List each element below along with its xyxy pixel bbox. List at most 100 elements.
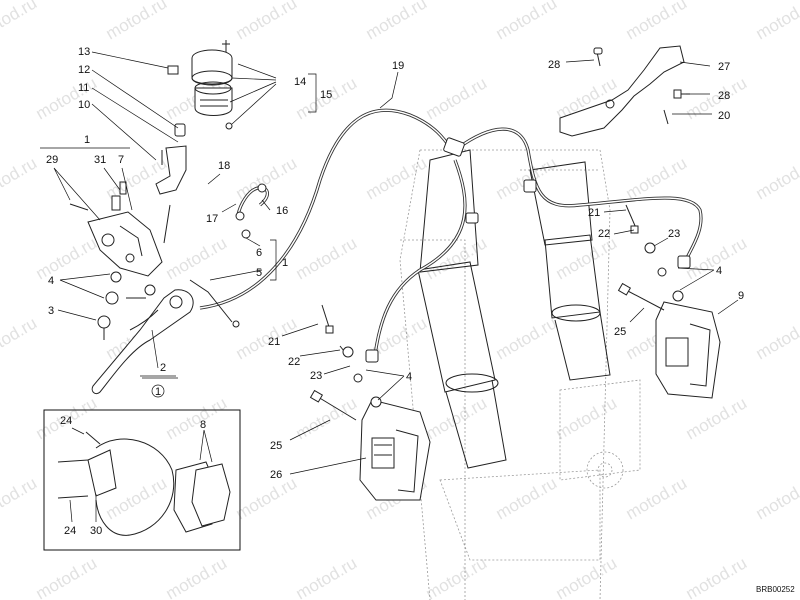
callout-23-left: 23	[310, 370, 322, 382]
fork-ghost	[399, 149, 641, 600]
watermark-text: motod.ru	[423, 233, 491, 283]
watermark-text: motod.ru	[363, 0, 431, 43]
watermark-text: motod.ru	[293, 553, 361, 600]
watermark-text: motod.ru	[623, 473, 691, 523]
brake-hose-right	[457, 127, 703, 263]
watermark-text: motod.ru	[493, 0, 561, 43]
bleed-valves	[321, 204, 667, 383]
brake-lever	[91, 289, 194, 395]
reservoir-bracket	[155, 123, 187, 195]
caliper-bolts	[309, 282, 665, 421]
brake-hose-main	[199, 108, 454, 310]
callout-10: 10	[78, 99, 90, 111]
watermark-text: motod.ru	[683, 553, 751, 600]
callout-30: 30	[90, 525, 102, 537]
watermark-text: motod.ru	[0, 473, 40, 523]
watermark-text: motod.ru	[753, 473, 800, 523]
callout-24-top: 24	[60, 415, 72, 427]
watermark-text: motod.ru	[33, 233, 101, 283]
callout-23-right: 23	[668, 228, 680, 240]
hose-splitter	[365, 137, 691, 363]
callout-14: 14	[294, 76, 306, 88]
callout-13: 13	[78, 46, 90, 58]
callout-11: 11	[78, 82, 89, 94]
watermark-text: motod.ru	[683, 73, 751, 123]
reservoir	[167, 40, 233, 130]
watermark-text: motod.ru	[623, 153, 691, 203]
callout-12: 12	[78, 64, 90, 76]
watermark-text: motod.ru	[753, 153, 800, 203]
drawing-code: BRB00252	[756, 585, 795, 594]
watermark-text: motod.ru	[103, 0, 171, 43]
callout-4-right: 4	[716, 265, 722, 277]
watermark-text: motod.ru	[553, 553, 621, 600]
callout-5: 5	[256, 267, 262, 279]
callout-28-top: 28	[548, 59, 560, 71]
small-fasteners	[97, 271, 240, 340]
watermark-text: motod.ru	[163, 393, 231, 443]
callout-1-side: 1	[282, 257, 288, 269]
watermark-text: motod.ru	[623, 0, 691, 43]
watermark-text: motod.ru	[683, 393, 751, 443]
callout-19: 19	[392, 60, 404, 72]
callout-20: 20	[718, 110, 730, 122]
watermark-text: motod.ru	[233, 0, 301, 43]
callout-9: 9	[738, 290, 744, 302]
left-caliper	[359, 396, 431, 501]
right-caliper	[655, 290, 721, 399]
watermark-text: motod.ru	[163, 553, 231, 600]
reservoir-hose	[235, 183, 269, 239]
watermark-text: motod.ru	[423, 553, 491, 600]
callout-24-bottom: 24	[64, 525, 76, 537]
callout-15: 15	[320, 89, 332, 101]
callout-29: 29	[46, 154, 58, 166]
watermark-text: motod.ru	[163, 233, 231, 283]
callout-17: 17	[206, 213, 218, 225]
callout-4-mid: 4	[406, 371, 412, 383]
watermark-text: motod.ru	[493, 313, 561, 363]
callout-1-circled: 1	[155, 386, 161, 398]
watermark-text: motod.ru	[293, 233, 361, 283]
callout-21-right: 21	[588, 207, 600, 219]
callout-3: 3	[48, 305, 54, 317]
watermark-text: motod.ru	[753, 313, 800, 363]
watermark-text: motod.ru	[293, 393, 361, 443]
callout-4-left: 4	[48, 275, 54, 287]
callout-25-left: 25	[270, 440, 282, 452]
right-fork-leg	[529, 161, 611, 381]
leader-lines	[40, 51, 739, 523]
watermark-text: motod.ru	[423, 73, 491, 123]
watermark-text: motod.ru	[363, 153, 431, 203]
callout-28-right: 28	[718, 90, 730, 102]
watermark-text: motod.ru	[553, 393, 621, 443]
callout-2: 2	[160, 362, 166, 374]
circle-marker	[151, 384, 165, 398]
callout-31: 31	[94, 154, 106, 166]
callout-22-left: 22	[288, 356, 300, 368]
callout-18: 18	[218, 160, 230, 172]
watermark-text: motod.ru	[233, 473, 301, 523]
callout-21-left: 21	[268, 336, 280, 348]
watermark-text: motod.ru	[0, 153, 40, 203]
brake-hose-left	[373, 159, 467, 356]
watermark-text: motod.ru	[0, 313, 40, 363]
callout-8: 8	[200, 419, 206, 431]
callout-27: 27	[718, 61, 730, 73]
pad-inset	[43, 409, 241, 551]
watermark-text: motod.ru	[0, 0, 40, 43]
hose-bracket	[559, 45, 690, 137]
watermark-text: motod.ru	[423, 393, 491, 443]
callout-7: 7	[118, 154, 124, 166]
watermark-text: motod.ru	[493, 473, 561, 523]
callout-26: 26	[270, 469, 282, 481]
watermark-text: motod.ru	[753, 0, 800, 43]
watermark-text: motod.ru	[493, 153, 561, 203]
master-cylinder-body	[69, 181, 171, 277]
callout-1: 1	[84, 134, 90, 146]
callout-16: 16	[276, 205, 288, 217]
callout-6: 6	[256, 247, 262, 259]
callout-25-right: 25	[614, 326, 626, 338]
watermark-text: motod.ru	[33, 553, 101, 600]
